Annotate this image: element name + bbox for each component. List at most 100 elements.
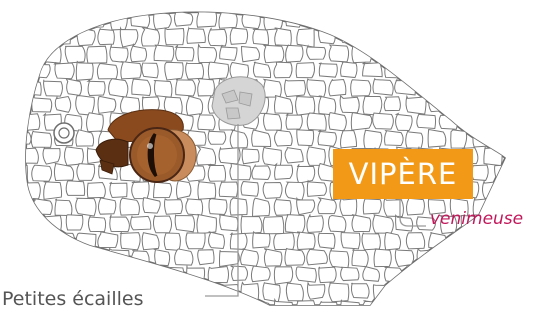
scale — [318, 302, 337, 315]
scale — [176, 45, 194, 61]
scale — [54, 164, 73, 181]
scale — [296, 301, 315, 319]
scale — [263, 182, 282, 198]
scale — [428, 300, 446, 317]
scale — [230, 164, 251, 180]
scale — [307, 79, 326, 97]
scale — [88, 80, 105, 96]
scale — [263, 147, 282, 166]
scale — [418, 283, 436, 300]
scale — [385, 29, 402, 44]
scale — [253, 29, 269, 45]
scale — [307, 46, 326, 59]
scale — [230, 62, 248, 78]
scale — [231, 266, 248, 281]
scale — [44, 182, 62, 200]
scale — [11, 28, 26, 44]
scale — [428, 62, 445, 78]
scale — [109, 79, 128, 97]
scale — [132, 182, 149, 199]
scale — [472, 233, 491, 248]
scale — [197, 11, 217, 28]
scale — [329, 11, 346, 27]
scale — [352, 11, 368, 29]
scale — [396, 114, 413, 131]
scale — [495, 62, 513, 78]
scale — [186, 199, 203, 215]
scale — [297, 198, 315, 214]
scale — [517, 232, 534, 248]
scale — [385, 63, 404, 78]
scale — [307, 283, 324, 299]
scale — [494, 233, 514, 247]
scale — [286, 113, 302, 129]
scale — [120, 28, 138, 47]
scale — [66, 249, 85, 267]
scale — [373, 79, 393, 95]
title-text: VIPÈRE — [349, 157, 458, 191]
scale — [319, 267, 336, 283]
scale — [517, 97, 535, 113]
scale — [516, 28, 534, 45]
scale — [450, 30, 470, 44]
scale — [275, 164, 293, 179]
scale — [473, 130, 492, 147]
scale — [121, 233, 141, 250]
scale — [451, 63, 469, 80]
scale — [220, 45, 237, 60]
scale — [307, 181, 326, 197]
scale — [285, 249, 305, 266]
scale — [329, 249, 348, 268]
scale — [297, 29, 314, 48]
scale — [296, 96, 315, 115]
scale — [275, 130, 293, 146]
scale — [154, 182, 172, 197]
scale — [208, 267, 228, 283]
scale — [406, 131, 423, 148]
scale — [21, 45, 42, 63]
scale — [407, 28, 423, 45]
scale — [484, 113, 502, 131]
scale — [65, 11, 82, 30]
scale — [55, 97, 70, 113]
scale — [363, 28, 380, 45]
scale — [87, 113, 104, 132]
scale — [198, 114, 215, 130]
scale — [396, 12, 413, 28]
scale — [439, 11, 456, 26]
scale — [120, 198, 139, 215]
scale — [154, 12, 172, 29]
scale — [164, 266, 184, 283]
scale — [440, 79, 458, 96]
scale — [131, 12, 150, 28]
scale — [484, 283, 500, 300]
scale — [166, 300, 181, 317]
scale — [506, 79, 524, 95]
scale — [505, 46, 522, 63]
scale — [450, 232, 469, 249]
scale — [374, 249, 391, 267]
scale — [462, 284, 478, 300]
scale — [494, 266, 512, 284]
scale — [263, 283, 280, 302]
scale — [297, 130, 314, 146]
scale — [10, 62, 29, 78]
scale — [274, 233, 295, 250]
scale — [10, 198, 28, 217]
subtitle-text: venimeuse — [430, 209, 523, 229]
scale — [275, 28, 292, 46]
scale — [351, 113, 372, 130]
scale — [87, 183, 105, 198]
scale — [274, 267, 292, 284]
scale — [297, 232, 315, 250]
small-scales-label: Petites écailles — [2, 288, 143, 310]
scale — [21, 80, 41, 95]
scale — [328, 215, 345, 231]
scale — [220, 250, 240, 266]
scale — [97, 64, 117, 79]
scale — [341, 130, 357, 148]
scale — [307, 147, 325, 166]
scale — [197, 215, 217, 234]
scale — [131, 216, 151, 230]
scale — [286, 45, 303, 62]
